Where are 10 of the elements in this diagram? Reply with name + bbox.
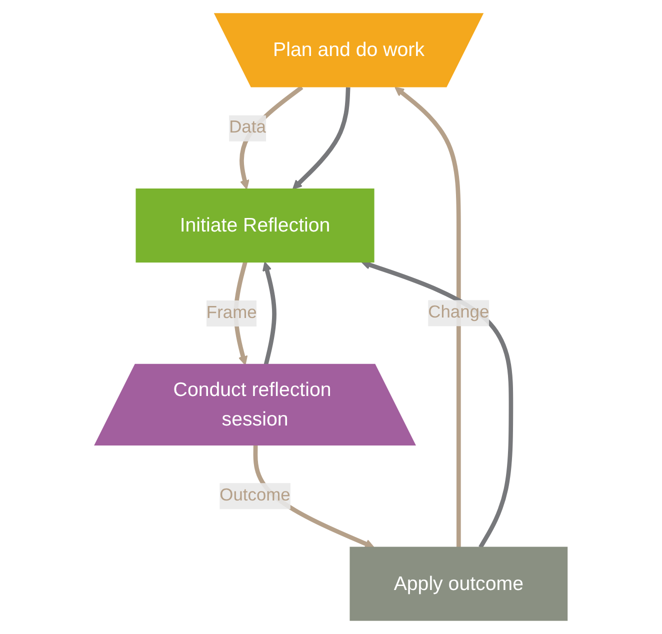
edge-label: Change: [428, 303, 490, 322]
arrow: [262, 262, 276, 366]
edge-label: Frame: [206, 304, 257, 322]
edge-label: Data: [229, 118, 266, 138]
arrow: [361, 260, 514, 548]
node-box: Initiate Reflection: [136, 188, 374, 263]
arrow: [292, 87, 350, 190]
arrow: [394, 86, 461, 548]
node-box: Apply outcome: [350, 546, 568, 621]
edge-label: Outcome: [220, 486, 290, 505]
